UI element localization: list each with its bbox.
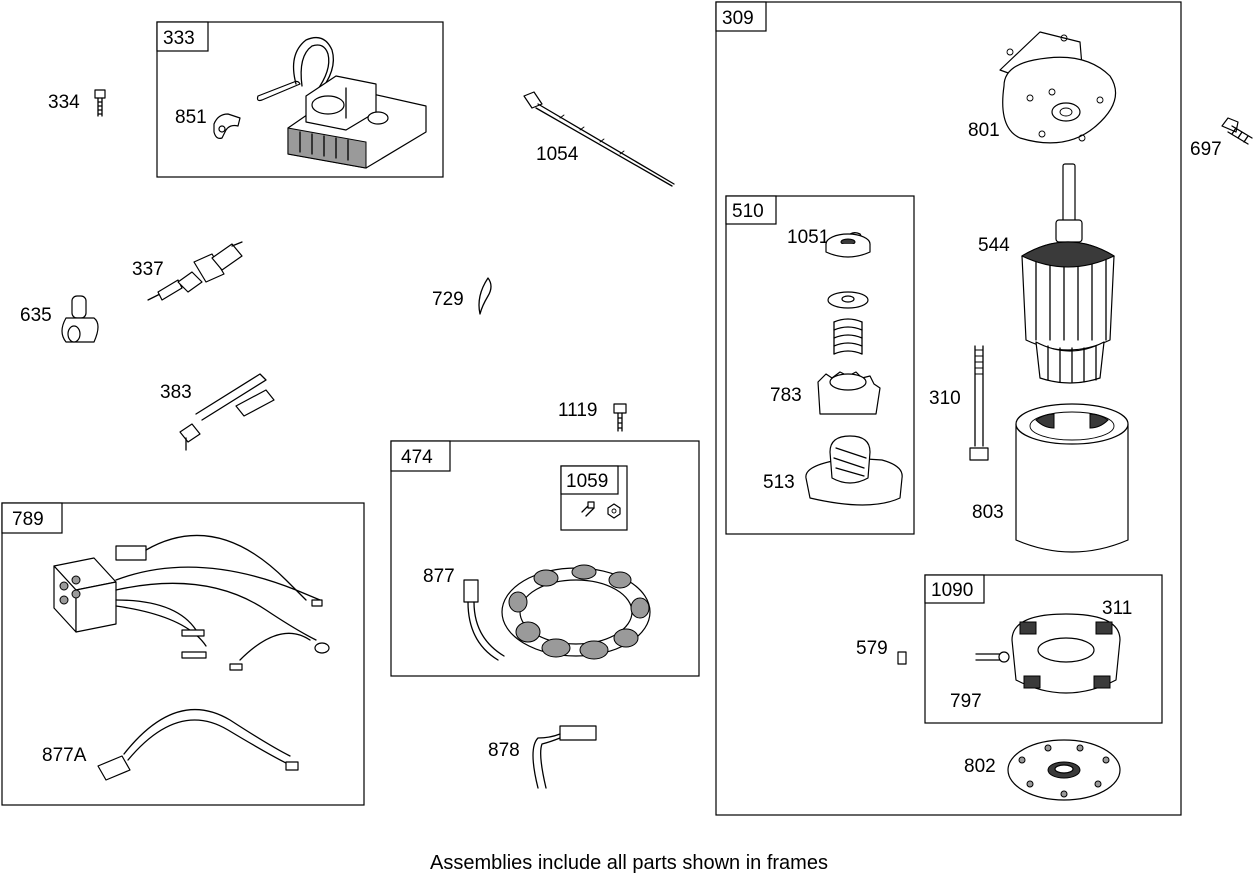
long-bolt-310-drawing	[969, 345, 989, 461]
frame-333: 333	[156, 21, 444, 178]
frame-label-1059: 1059	[566, 471, 608, 492]
frame-309: 309	[715, 1, 1182, 816]
label-310: 310	[929, 388, 961, 409]
label-334: 334	[48, 92, 80, 113]
label-802: 802	[964, 756, 996, 777]
frame-1059: 1059	[560, 465, 628, 531]
frame-label-333: 333	[163, 28, 195, 49]
frame-label-510: 510	[732, 201, 764, 222]
label-803: 803	[972, 502, 1004, 523]
label-544: 544	[978, 235, 1010, 256]
harness-789-drawing	[53, 534, 330, 671]
frame-1090: 1090	[924, 574, 1163, 724]
frame-474: 474	[390, 440, 700, 677]
label-579: 579	[856, 638, 888, 659]
ground-wire-383-drawing	[179, 373, 275, 451]
part-labels: 334 851 1054 801 697 1051 544 337 635 72…	[20, 92, 1222, 777]
frame-789: 789	[1, 502, 365, 806]
connector-851-drawing	[213, 113, 241, 139]
brush-holder-1090-drawing	[975, 613, 1121, 694]
label-311: 311	[1102, 598, 1132, 619]
lead-877A-drawing	[97, 708, 299, 781]
label-801: 801	[968, 120, 1000, 141]
housing-803-drawing	[1015, 403, 1129, 553]
label-878: 878	[488, 740, 520, 761]
frame-510: 510	[725, 195, 915, 535]
label-383: 383	[160, 382, 192, 403]
hardware-1059-drawing	[581, 501, 621, 519]
nut-579-drawing	[897, 651, 907, 665]
screw-334-drawing	[94, 89, 106, 117]
frame-label-474: 474	[401, 447, 433, 468]
frame-label-1090: 1090	[931, 580, 973, 601]
label-337: 337	[132, 259, 164, 280]
stator-474-drawing	[463, 564, 651, 661]
plate-802-drawing	[1007, 739, 1121, 801]
label-513: 513	[763, 472, 795, 493]
lead-878-drawing	[532, 725, 597, 789]
label-851: 851	[175, 107, 207, 128]
armature-544-drawing	[1020, 163, 1116, 384]
cable-tie-1054-drawing	[523, 91, 675, 187]
label-797: 797	[950, 691, 982, 712]
label-1054: 1054	[536, 144, 579, 165]
label-635: 635	[20, 305, 52, 326]
caption: Assemblies include all parts shown in fr…	[430, 852, 828, 874]
label-729: 729	[432, 289, 464, 310]
clip-729-drawing	[478, 277, 492, 315]
bracket-801-drawing	[999, 31, 1117, 144]
frame-label-789: 789	[12, 509, 44, 530]
label-877: 877	[423, 566, 455, 587]
drive-510-drawing	[805, 233, 903, 506]
screw-1119-drawing	[613, 403, 627, 432]
frame-label-309: 309	[722, 8, 754, 29]
label-1119: 1119	[558, 400, 597, 421]
bolt-697-drawing	[1221, 117, 1253, 145]
label-877A: 877A	[42, 745, 87, 766]
label-783: 783	[770, 385, 802, 406]
label-1051: 1051	[787, 227, 829, 248]
ignition-coil-333-drawing	[256, 36, 427, 169]
label-697: 697	[1190, 139, 1222, 160]
spark-plug-337-drawing	[147, 241, 243, 301]
spark-boot-635-drawing	[61, 295, 99, 343]
